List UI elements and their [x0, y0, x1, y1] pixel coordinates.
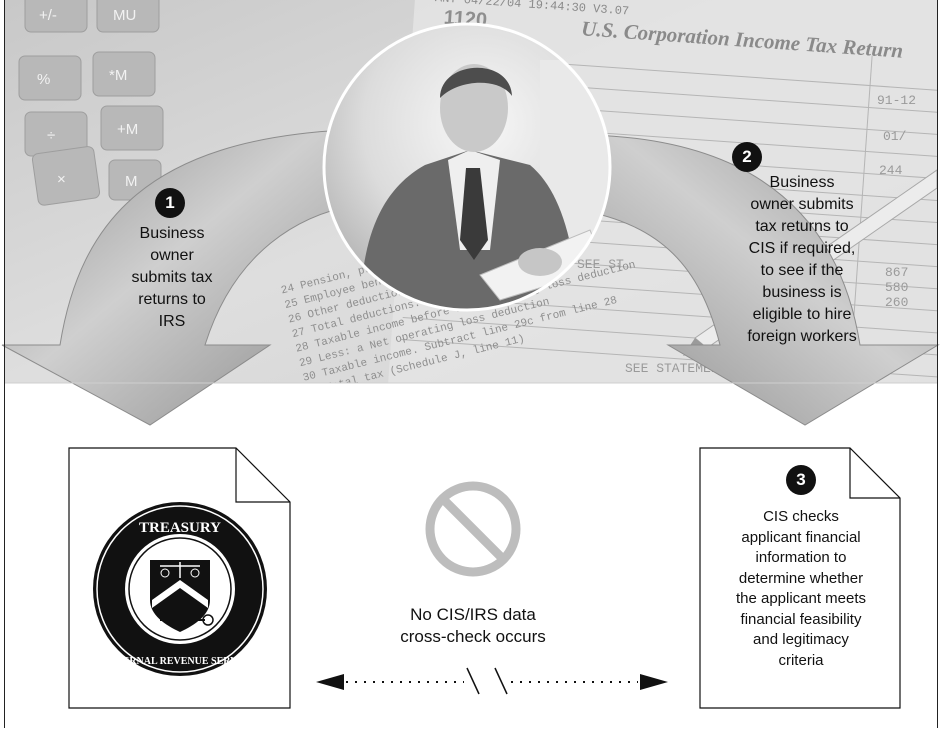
arrow-to-cis — [579, 134, 940, 426]
step-2-text: Business owner submits tax returns to CI… — [747, 174, 857, 345]
businessman-photo — [322, 22, 612, 312]
form-figure: 867 — [885, 265, 908, 280]
irs-document-fold — [235, 448, 290, 503]
step-2-badge: 2 — [732, 142, 762, 172]
break-mark — [494, 667, 508, 695]
cis-document — [699, 447, 901, 709]
step-3-text: CIS checks applicant financial informati… — [735, 508, 867, 669]
form-statement-label: SEE ST — [577, 257, 624, 272]
treasury-seal-icon: TREASURY INTERNAL REVENUE SERVICE — [93, 502, 267, 676]
calc-key-label: % — [37, 71, 50, 88]
break-mark — [466, 667, 480, 695]
calc-key-label: +/- — [39, 7, 57, 24]
form-figure: 260 — [885, 295, 908, 310]
calc-key-label: MU — [113, 7, 136, 24]
calc-key-label: M — [125, 173, 138, 190]
seal-ring-text: INTERNAL REVENUE SERVICE — [105, 656, 256, 667]
form-figure: 01/ — [883, 129, 907, 144]
cis-document-fold — [849, 448, 900, 499]
form-figure: 91-12 — [877, 93, 916, 108]
step-1-badge: 1 — [155, 188, 185, 218]
calc-key-label: *M — [109, 67, 127, 84]
calc-key-label: ÷ — [47, 127, 55, 144]
form-figure: 580 — [885, 280, 908, 295]
no-symbol-icon — [425, 481, 521, 577]
arrow-to-irs — [1, 129, 356, 426]
figure-frame — [4, 0, 938, 728]
form-figure: 244 — [879, 163, 903, 178]
step-3-badge: 3 — [786, 465, 816, 495]
seal-top-text: TREASURY — [139, 520, 221, 536]
no-crosscheck-label: No CIS/IRS data cross-check occurs — [400, 605, 546, 646]
step-1-text: Business owner submits tax returns to IR… — [131, 225, 213, 330]
calc-key-label: × — [57, 171, 66, 188]
calc-key-label: +M — [117, 121, 138, 138]
arrowhead-right-icon — [640, 674, 668, 690]
arrowhead-left-icon — [316, 674, 344, 690]
broken-connector — [316, 667, 668, 695]
